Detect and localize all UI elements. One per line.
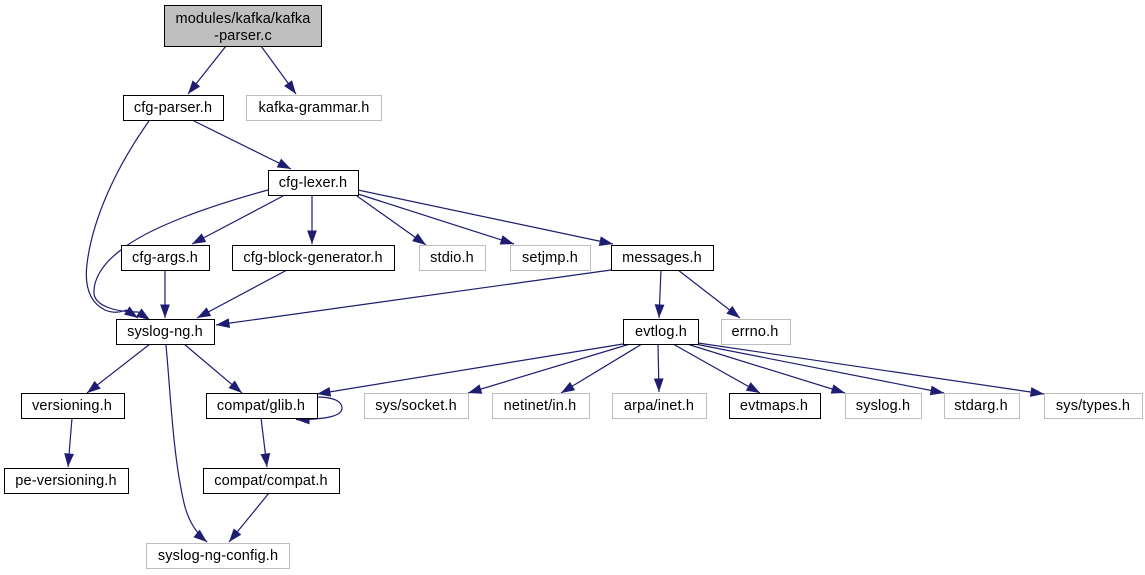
svg-text:sys/socket.h: sys/socket.h xyxy=(375,398,457,414)
svg-text:cfg-lexer.h: cfg-lexer.h xyxy=(279,175,348,191)
svg-text:evtlog.h: evtlog.h xyxy=(635,324,687,340)
svg-text:versioning.h: versioning.h xyxy=(32,398,112,414)
svg-text:modules/kafka/kafka: modules/kafka/kafka xyxy=(175,11,311,27)
svg-text:compat/glib.h: compat/glib.h xyxy=(217,398,305,414)
svg-text:compat/compat.h: compat/compat.h xyxy=(214,473,327,489)
svg-text:syslog.h: syslog.h xyxy=(856,398,910,414)
svg-text:messages.h: messages.h xyxy=(622,250,702,266)
svg-text:arpa/inet.h: arpa/inet.h xyxy=(624,398,694,414)
svg-text:cfg-args.h: cfg-args.h xyxy=(132,250,198,266)
svg-text:-parser.c: -parser.c xyxy=(214,28,272,44)
svg-text:stdio.h: stdio.h xyxy=(430,250,474,266)
svg-text:evtmaps.h: evtmaps.h xyxy=(740,398,808,414)
svg-text:setjmp.h: setjmp.h xyxy=(522,250,578,266)
svg-text:netinet/in.h: netinet/in.h xyxy=(504,398,577,414)
svg-text:pe-versioning.h: pe-versioning.h xyxy=(15,473,116,489)
svg-text:syslog-ng.h: syslog-ng.h xyxy=(127,324,203,340)
svg-text:errno.h: errno.h xyxy=(732,324,779,340)
svg-text:syslog-ng-config.h: syslog-ng-config.h xyxy=(158,548,278,564)
svg-text:sys/types.h: sys/types.h xyxy=(1056,398,1130,414)
svg-text:cfg-parser.h: cfg-parser.h xyxy=(134,100,212,116)
svg-text:stdarg.h: stdarg.h xyxy=(954,398,1008,414)
svg-text:cfg-block-generator.h: cfg-block-generator.h xyxy=(243,250,382,266)
svg-text:kafka-grammar.h: kafka-grammar.h xyxy=(258,100,369,116)
